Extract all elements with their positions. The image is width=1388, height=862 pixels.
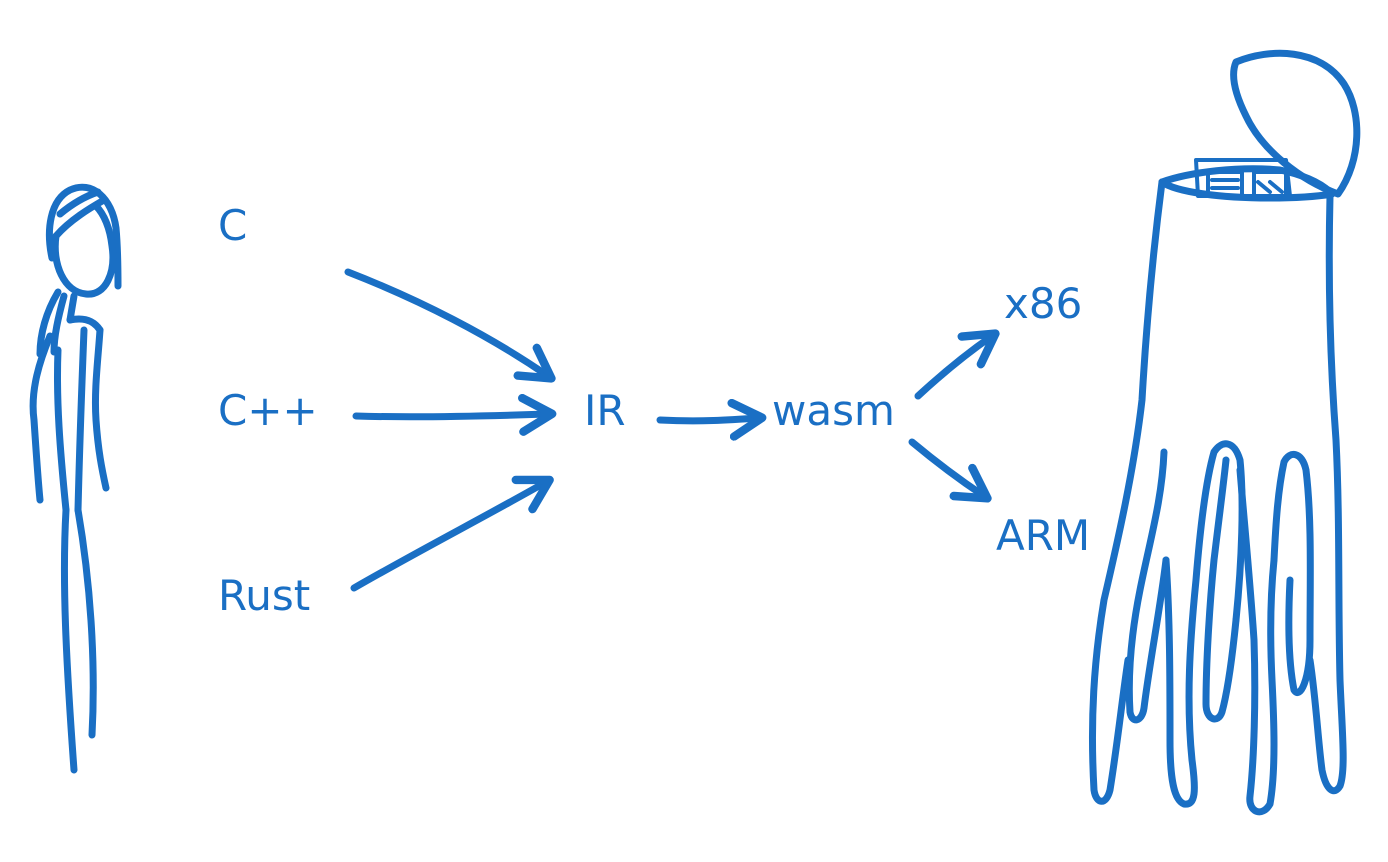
target-label-arm: ARM [996, 511, 1090, 560]
source-label-c: C [218, 201, 247, 250]
target-label-x86: x86 [1004, 279, 1082, 328]
arrow-wasm-to-arm [908, 438, 992, 503]
arrow-cpp-to-ir [352, 393, 557, 436]
wasm-label: wasm [772, 386, 895, 435]
arrow-ir-to-wasm [656, 398, 767, 441]
source-label-cpp: C++ [218, 386, 318, 435]
ir-label: IR [584, 386, 626, 435]
developer-figure-icon [29, 183, 122, 774]
arrow-wasm-to-x86 [914, 329, 1000, 400]
arrow-c-to-ir [344, 268, 556, 383]
arrow-rust-to-ir [350, 475, 554, 592]
octopus-machine-icon [1088, 49, 1361, 816]
source-label-rust: Rust [218, 571, 310, 620]
